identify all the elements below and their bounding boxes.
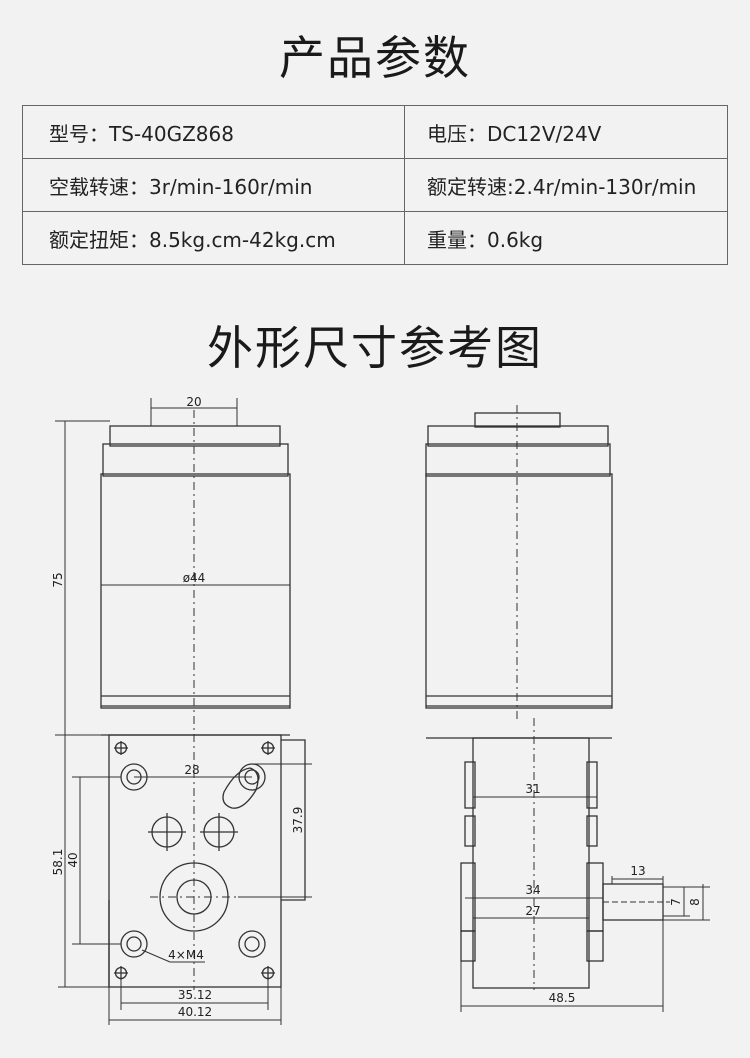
front-view: 20 75 ø44 28 37.9 58.1 40 4×M4 [51, 395, 312, 1025]
dim-height: 75 [51, 572, 65, 587]
side-view: 31 13 7 8 34 27 48.5 [425, 405, 710, 1012]
dim-gear-width: 31 [525, 782, 540, 796]
spec-voltage: 电压：DC12V/24V [404, 105, 728, 159]
dim-box-width: 34 [525, 883, 540, 897]
table-row: 额定扭矩：8.5kg.cm-42kg.cm 重量：0.6kg [22, 211, 728, 265]
page-title: 产品参数 [279, 31, 471, 85]
drawing-title: 外形尺寸参考图 [207, 321, 543, 375]
dim-box-inner: 27 [525, 904, 540, 918]
spec-rated-torque: 额定扭矩：8.5kg.cm-42kg.cm [22, 211, 405, 265]
dim-plate-height: 58.1 [51, 849, 65, 876]
spec-model: 型号：TS-40GZ868 [22, 105, 405, 159]
spec-table: 型号：TS-40GZ868 电压：DC12V/24V 空载转速：3r/min-1… [22, 105, 728, 265]
dim-offset-vertical: 37.9 [291, 807, 305, 834]
dim-screw: 4×M4 [168, 948, 204, 962]
dim-shaft-dia-inner: 7 [669, 898, 683, 906]
dim-diameter: ø44 [183, 571, 206, 585]
dim-plate-width: 40.12 [178, 1005, 212, 1019]
dim-total-depth: 48.5 [549, 991, 576, 1005]
spec-noload-speed: 空载转速：3r/min-160r/min [22, 158, 405, 212]
dim-hole-spacing: 28 [184, 763, 199, 777]
dim-hole-vertical: 40 [66, 852, 80, 867]
table-row: 型号：TS-40GZ868 电压：DC12V/24V [22, 105, 728, 159]
dim-shaft-dia-outer: 8 [688, 898, 702, 906]
dim-shaft-length: 13 [630, 864, 645, 878]
spec-weight: 重量：0.6kg [404, 211, 728, 265]
dim-plate-width-inner: 35.12 [178, 988, 212, 1002]
dim-top-width: 20 [186, 395, 201, 409]
